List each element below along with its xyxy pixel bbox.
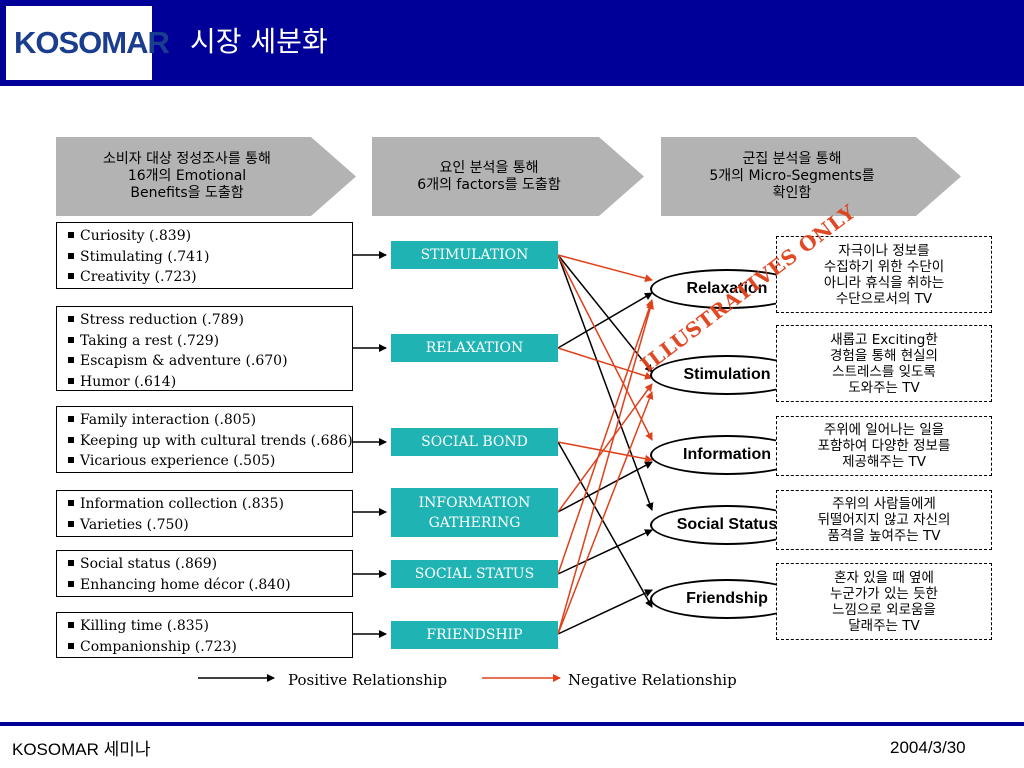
list-item: Humor (.614): [68, 372, 352, 393]
footer-date: 2004/3/30: [890, 738, 966, 757]
factor-social-bond: SOCIAL BOND: [391, 428, 558, 456]
legend-positive-label: Positive Relationship: [288, 671, 448, 689]
factor-social-status: SOCIAL STATUS: [391, 560, 558, 588]
list-item: Family interaction (.805): [68, 410, 352, 431]
logo-text: KOSOMAR: [14, 25, 170, 60]
benefit-group-information: Information collection (.835) Varieties …: [56, 490, 353, 537]
factor-stimulation: STIMULATION: [391, 241, 558, 269]
list-item: Information collection (.835): [68, 494, 352, 515]
list-item: Social status (.869): [68, 554, 352, 575]
benefit-group-social-status: Social status (.869) Enhancing home déco…: [56, 550, 353, 597]
list-item: Vicarious experience (.505): [68, 451, 352, 472]
kosomar-logo: KOSOMAR: [6, 6, 170, 80]
footer-seminar-label: KOSOMAR 세미나: [12, 740, 151, 759]
list-item: Curiosity (.839): [68, 226, 352, 247]
benefit-group-relaxation: Stress reduction (.789) Taking a rest (.…: [56, 306, 353, 391]
list-item: Killing time (.835): [68, 616, 352, 637]
list-item: Companionship (.723): [68, 637, 352, 658]
legend-negative-label: Negative Relationship: [568, 671, 737, 689]
benefit-group-social-bond: Family interaction (.805) Keeping up wit…: [56, 406, 353, 473]
list-item: Varieties (.750): [68, 515, 352, 536]
list-item: Escapism & adventure (.670): [68, 351, 352, 372]
header-bar: KOSOMAR 시장 세분화: [0, 0, 1024, 86]
list-item: Stimulating (.741): [68, 247, 352, 268]
benefit-group-friendship: Killing time (.835) Companionship (.723): [56, 612, 353, 658]
list-item: Stress reduction (.789): [68, 310, 352, 331]
list-item: Creativity (.723): [68, 267, 352, 288]
factor-relaxation: RELAXATION: [391, 334, 558, 362]
list-item: Taking a rest (.729): [68, 331, 352, 352]
factor-friendship: FRIENDSHIP: [391, 621, 558, 649]
list-item: Enhancing home décor (.840): [68, 575, 352, 596]
slide-title: 시장 세분화: [190, 25, 328, 58]
benefit-group-stimulation: Curiosity (.839) Stimulating (.741) Crea…: [56, 222, 353, 289]
list-item: Keeping up with cultural trends (.686): [68, 431, 353, 452]
footer-divider: [0, 722, 1024, 726]
